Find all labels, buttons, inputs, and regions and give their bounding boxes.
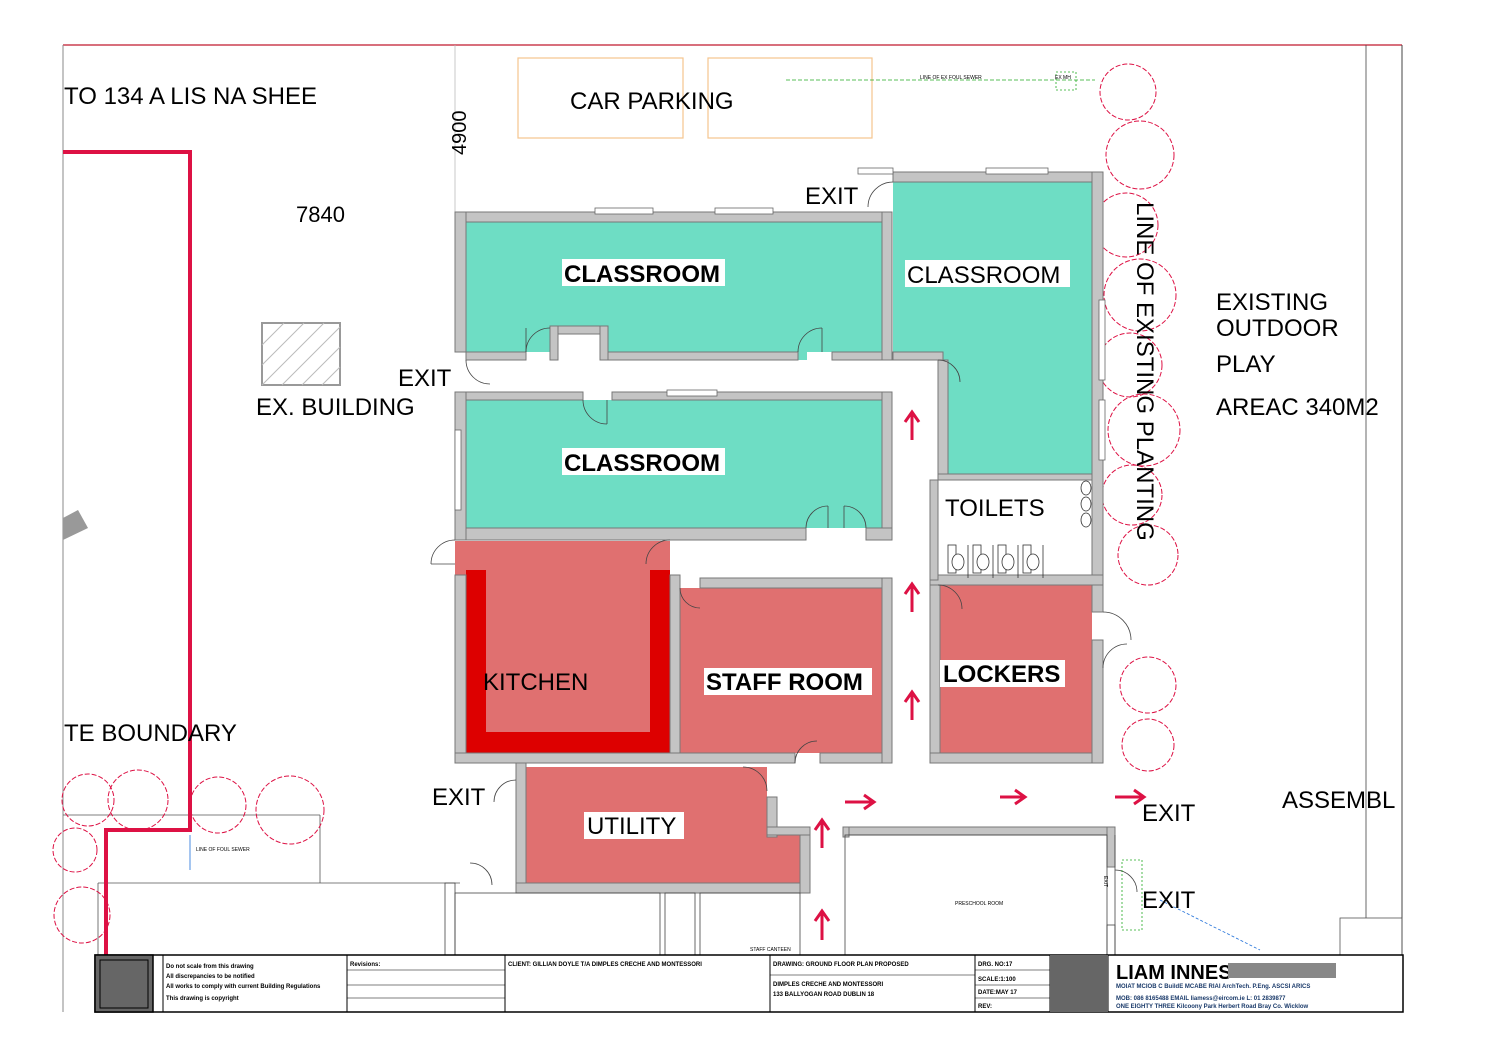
classroom-mid-label: CLASSROOM: [564, 450, 720, 477]
kitchen-label: KITCHEN: [483, 669, 588, 696]
exit-top: EXIT: [805, 183, 859, 210]
arrow-up-3: [903, 689, 921, 720]
architect-name: LIAM INNES: [1116, 962, 1232, 984]
neighbour-label: TO 134 A LIS NA SHEE: [64, 83, 317, 110]
classroom-right-fill: [893, 182, 1092, 474]
escape-arrows: [813, 409, 1147, 940]
kitchen-counter: [466, 570, 670, 753]
exit-small: EXIT: [1102, 876, 1108, 887]
outdoor-play-line-3: PLAY: [1216, 351, 1276, 378]
exit-left-bottom: EXIT: [432, 784, 486, 811]
arrow-up-5: [813, 908, 831, 940]
ex-building-label: EX. BUILDING: [256, 394, 415, 421]
walls: [430, 167, 1143, 956]
utility-label: UTILITY: [587, 813, 676, 840]
dimension-7840: 7840: [296, 202, 345, 227]
site-labels: TO 134 A LIS NA SHEE CAR PARKING 4900 78…: [64, 75, 1395, 953]
planting-line-label: LINE OF EXISTING PLANTING: [1131, 202, 1158, 541]
staff-room-label: STAFF ROOM: [706, 669, 863, 696]
toilets-label: TOILETS: [945, 495, 1045, 522]
ex-mh-label: EX MH: [1055, 75, 1071, 81]
site-outline: [62, 44, 1403, 1012]
staff-canteen-label: STAFF CANTEEN: [750, 947, 791, 953]
scale: SCALE:1:100: [978, 977, 1016, 983]
preschool-room-label: PRESCHOOL ROOM: [955, 901, 1003, 907]
classroom-top-left-fill: [466, 222, 882, 360]
exit-left-mid: EXIT: [398, 365, 452, 392]
outdoor-play-line-1: EXISTING: [1216, 289, 1328, 316]
project-line-1: DIMPLES CRECHE AND MONTESSORI: [773, 982, 883, 988]
car-parking-label: CAR PARKING: [570, 88, 734, 115]
title-block: Do not scale from this drawing All discr…: [94, 954, 1404, 1013]
foul-sewer-label: LINE OF FOUL SEWER: [196, 847, 250, 853]
client-label: CLIENT: GILLIAN DOYLE T/A DIMPLES CRECHE…: [508, 962, 702, 968]
architect-line-2: MOB: 086 8165488 EMAIL liamess@eircom.ie…: [1116, 996, 1286, 1002]
assembly-label: ASSEMBL: [1282, 787, 1395, 814]
ex-building: [261, 322, 341, 386]
arrow-up-1: [903, 409, 921, 440]
note-2: All discrepancies to be notified: [166, 974, 255, 980]
arrow-right-1: [845, 793, 877, 811]
site-boundary-label: TE BOUNDARY: [64, 720, 237, 747]
architect-line-1: MOIAT MCIOB C BuildE MCABE RIAI ArchTech…: [1116, 984, 1310, 990]
project-line-2: 133 BALLYOGAN ROAD DUBLIN 18: [773, 992, 875, 998]
outdoor-play-line-2: OUTDOOR: [1216, 315, 1339, 342]
ex-foul-sewer-label: LINE OF EX FOUL SEWER: [920, 75, 982, 81]
arrow-up-4: [813, 817, 831, 848]
rev: REV:: [978, 1004, 992, 1010]
dimension-4900: 4900: [449, 111, 471, 156]
drawing-label: DRAWING: GROUND FLOOR PLAN PROPOSED: [773, 962, 909, 968]
outdoor-play-line-4: AREAC 340M2: [1216, 394, 1379, 421]
room-labels: CLASSROOM CLASSROOM CLASSROOM TOILETS KI…: [483, 259, 1070, 840]
note-1: Do not scale from this drawing: [166, 964, 254, 970]
exit-right-2: EXIT: [1142, 887, 1196, 914]
note-3: All works to comply with current Buildin…: [166, 984, 321, 990]
ex-foul-sewer-line: [786, 71, 1095, 91]
kitchen-fill: [455, 541, 670, 753]
note-4: This drawing is copyright: [166, 996, 239, 1002]
title-block-left-logo: [94, 954, 154, 1013]
drg-no: DRG. NO:17: [978, 962, 1013, 968]
redacted-block: [1228, 963, 1336, 978]
architect-line-3: ONE EIGHTY THREE Kilcoony Park Herbert R…: [1116, 1004, 1309, 1010]
date: DATE:MAY 17: [978, 990, 1018, 996]
revisions-label: Revisions:: [350, 962, 380, 968]
exit-labels: EXIT EXIT EXIT EXIT EXIT EXIT: [398, 183, 1196, 914]
arrow-up-2: [903, 581, 921, 612]
exit-right-1: EXIT: [1142, 800, 1196, 827]
arrow-right-2: [1000, 788, 1028, 806]
classroom-top-left-label: CLASSROOM: [564, 261, 720, 288]
lockers-label: LOCKERS: [943, 661, 1060, 688]
site-boundary-line: [63, 150, 192, 955]
arrow-right-3: [1115, 788, 1147, 806]
trees: [52, 63, 1181, 944]
classroom-right-label: CLASSROOM: [907, 262, 1060, 289]
car-parking-bays: [517, 57, 873, 139]
